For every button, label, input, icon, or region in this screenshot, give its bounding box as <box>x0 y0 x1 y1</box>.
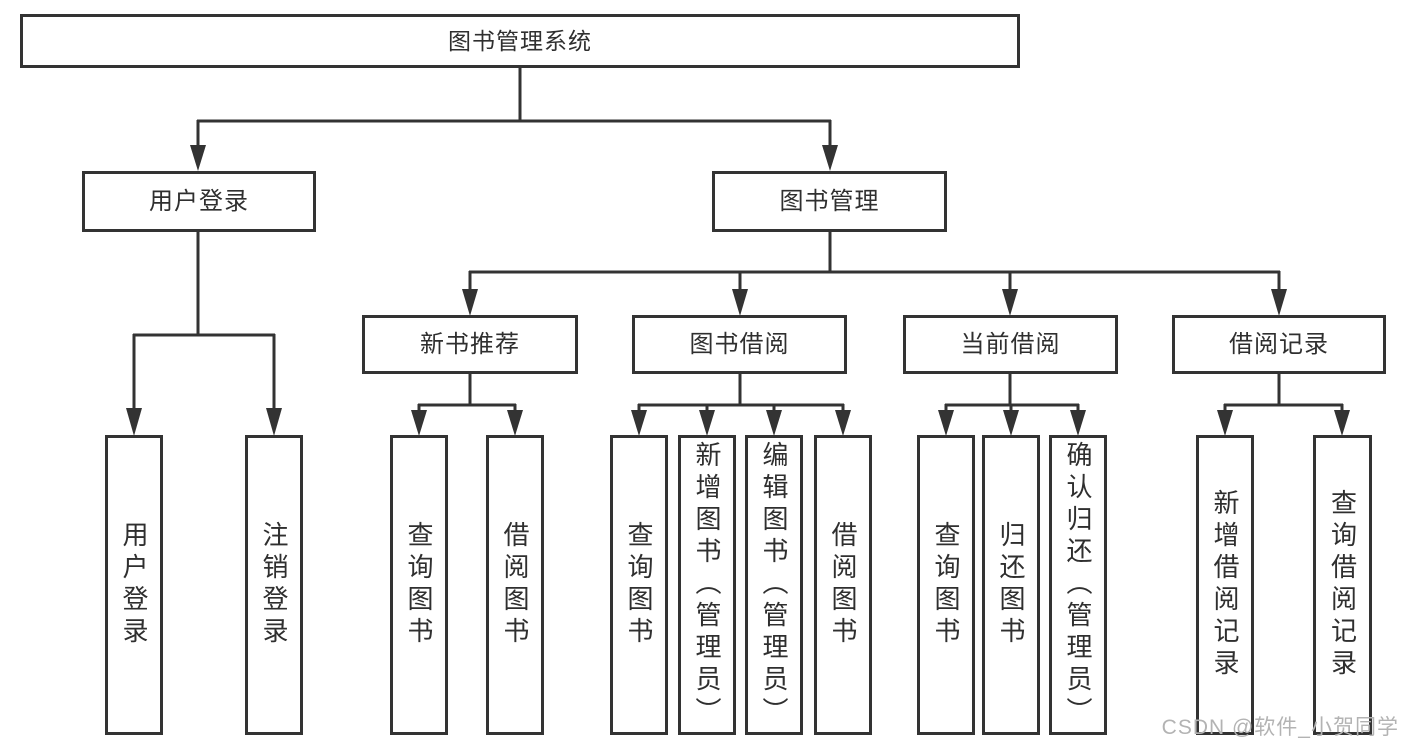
leaf-bb-edit-books-admin-label: 编辑图书（管理员） <box>759 441 789 729</box>
leaf-bb-borrow-books-label: 借阅图书 <box>828 521 858 649</box>
leaf-cb-query-books: 查询图书 <box>917 435 975 735</box>
leaf-user-login: 用户登录 <box>105 435 163 735</box>
node-current-borrowing: 当前借阅 <box>903 315 1118 374</box>
node-borrowing-records: 借阅记录 <box>1172 315 1386 374</box>
node-user-login: 用户登录 <box>82 171 316 232</box>
leaf-cb-confirm-return-admin-label: 确认归还（管理员） <box>1063 441 1093 729</box>
node-root-label: 图书管理系统 <box>448 27 592 54</box>
node-user-login-label: 用户登录 <box>149 187 249 215</box>
leaf-logout-label: 注销登录 <box>259 521 289 649</box>
leaf-nb-query-books: 查询图书 <box>390 435 448 735</box>
leaf-br-add-record-label: 新增借阅记录 <box>1210 489 1240 681</box>
leaf-bb-add-books-admin-label: 新增图书（管理员） <box>692 441 722 729</box>
leaf-bb-query-books-label: 查询图书 <box>624 521 654 649</box>
leaf-bb-add-books-admin: 新增图书（管理员） <box>678 435 736 735</box>
leaf-nb-query-books-label: 查询图书 <box>404 521 434 649</box>
node-root-system: 图书管理系统 <box>20 14 1020 68</box>
leaf-logout: 注销登录 <box>245 435 303 735</box>
node-borrowing-records-label: 借阅记录 <box>1229 330 1329 358</box>
leaf-cb-return-books: 归还图书 <box>982 435 1040 735</box>
leaf-bb-query-books: 查询图书 <box>610 435 668 735</box>
leaf-br-query-record: 查询借阅记录 <box>1313 435 1372 735</box>
node-book-management: 图书管理 <box>712 171 947 232</box>
node-book-borrowing-label: 图书借阅 <box>689 330 790 358</box>
arrowheads <box>126 145 1350 436</box>
leaf-cb-query-books-label: 查询图书 <box>931 521 961 649</box>
leaf-br-add-record: 新增借阅记录 <box>1196 435 1254 735</box>
leaf-cb-return-books-label: 归还图书 <box>996 521 1026 649</box>
node-book-management-label: 图书管理 <box>779 187 880 215</box>
leaf-bb-edit-books-admin: 编辑图书（管理员） <box>745 435 803 735</box>
leaf-nb-borrow-books-label: 借阅图书 <box>500 521 530 649</box>
csdn-watermark: CSDN @软件_小贺同学 <box>1161 716 1399 739</box>
node-new-book-recommend-label: 新书推荐 <box>420 330 520 358</box>
leaf-br-query-record-label: 查询借阅记录 <box>1327 489 1358 681</box>
leaf-user-login-label: 用户登录 <box>119 521 149 649</box>
node-new-book-recommend: 新书推荐 <box>362 315 578 374</box>
node-book-borrowing: 图书借阅 <box>632 315 847 374</box>
leaf-nb-borrow-books: 借阅图书 <box>486 435 544 735</box>
node-current-borrowing-label: 当前借阅 <box>960 330 1061 358</box>
leaf-cb-confirm-return-admin: 确认归还（管理员） <box>1049 435 1107 735</box>
leaf-bb-borrow-books: 借阅图书 <box>814 435 872 735</box>
